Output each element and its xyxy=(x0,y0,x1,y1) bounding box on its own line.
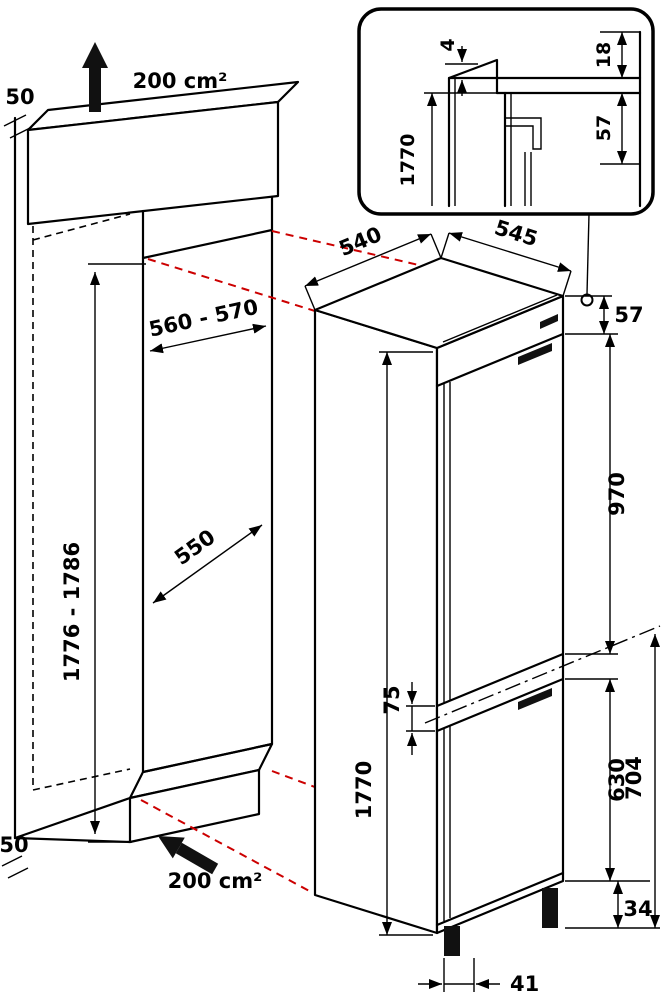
projection-line xyxy=(140,799,314,894)
fixing-bracket xyxy=(505,117,542,150)
upper-door-bottom xyxy=(435,652,565,708)
lower-door-height-label: 630 xyxy=(605,758,629,802)
cabinet-top-front xyxy=(26,100,280,226)
appliance-depth-label: 540 xyxy=(335,222,385,261)
inset-bracket-label: 57 xyxy=(593,115,615,141)
callout-circle xyxy=(580,293,594,307)
appliance-drawing xyxy=(304,213,661,992)
plinth-height-label: 34 xyxy=(623,897,652,921)
rear-foot xyxy=(542,888,558,928)
niche-drawing xyxy=(1,42,300,879)
airflow-up-arrow-icon xyxy=(82,42,108,112)
door-top-edge xyxy=(435,332,565,388)
niche-depth-label: 550 xyxy=(170,525,220,570)
dim-fixing-bracket xyxy=(600,93,640,165)
top-fixing-label: 57 xyxy=(614,303,643,327)
dim-door-gap xyxy=(406,682,435,755)
dim-total-height xyxy=(379,351,433,936)
niche-bottom-clearance-label: 50 xyxy=(0,833,29,857)
lower-door-bottom xyxy=(435,871,565,927)
dim-top-clearance xyxy=(3,114,33,139)
dim-lower-door xyxy=(565,678,650,882)
inset-panel-label: 18 xyxy=(593,42,615,68)
door-gap-label: 75 xyxy=(380,685,404,714)
hidden-edge-bottom xyxy=(32,768,131,791)
dim-top-depth xyxy=(304,233,442,311)
lower-section-height-label: 704 xyxy=(622,756,646,800)
plinth-depth-label: 41 xyxy=(510,972,539,996)
dim-top-width xyxy=(440,232,572,297)
dim-niche-width xyxy=(149,323,267,354)
top-hinge xyxy=(540,314,558,329)
niche-width-label: 560 - 570 xyxy=(147,295,261,342)
dim-top-panel xyxy=(600,31,640,78)
airflow-in-arrow-icon xyxy=(158,836,219,875)
dim-inset-height xyxy=(424,92,497,206)
inset-gap-label: 4 xyxy=(437,38,459,51)
plinth-opening xyxy=(128,768,261,844)
projection-line xyxy=(147,258,316,312)
door-top-section xyxy=(447,58,499,80)
niche-top-clearance-label: 50 xyxy=(5,85,34,109)
callout-line xyxy=(586,213,590,295)
fridge-front-face xyxy=(435,294,565,935)
niche-height-label: 1776 - 1786 xyxy=(60,542,84,682)
lower-door-handle xyxy=(518,688,552,710)
front-foot xyxy=(444,926,460,956)
inset-detail xyxy=(357,7,655,216)
dim-upper-door xyxy=(565,334,618,655)
dim-plinth-depth xyxy=(418,958,500,992)
centre-line xyxy=(424,625,661,724)
dim-niche-height xyxy=(88,263,146,843)
inset-height-label: 1770 xyxy=(397,134,419,187)
bottom-vent-area-label: 200 cm² xyxy=(168,869,263,893)
appliance-width-label: 545 xyxy=(492,215,541,251)
upper-door-handle xyxy=(518,343,552,365)
fridge-left-face xyxy=(313,308,439,935)
labels: 50 200 cm² 560 - 570 550 1776 - 1786 50 … xyxy=(0,38,653,996)
dim-bottom-clearance xyxy=(1,855,29,879)
appliance-height-label: 1770 xyxy=(352,761,376,819)
lower-door-top xyxy=(435,677,565,733)
hidden-edge-top xyxy=(32,213,131,241)
dim-niche-depth xyxy=(152,524,263,604)
upper-door-height-label: 970 xyxy=(605,472,629,516)
top-vent-area-label: 200 cm² xyxy=(133,69,228,93)
